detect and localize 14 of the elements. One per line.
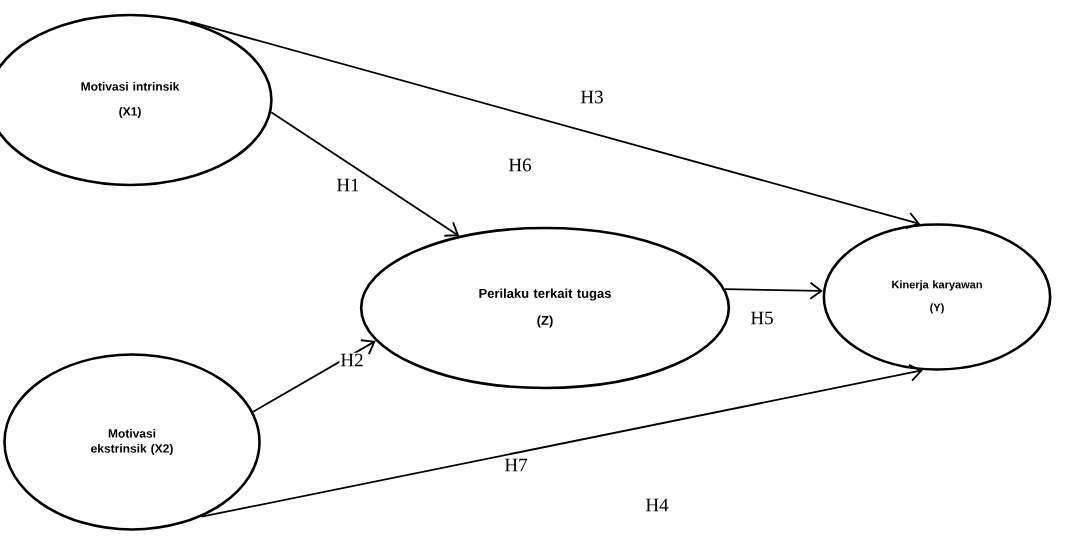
edge-label: H5 <box>749 310 775 326</box>
arrow <box>724 281 823 300</box>
edge-label: H4 <box>644 497 670 513</box>
hypothesis-label: H6 <box>507 157 533 173</box>
ellipse-node: Motivasi ekstrinsik (X2) <box>3 353 261 531</box>
arrow <box>252 339 376 413</box>
arrow <box>270 111 460 237</box>
ellipse-node: Kinerja karyawan (Y) <box>822 223 1052 371</box>
edge-label: H1 <box>335 177 361 193</box>
edge-label: H2 <box>339 352 365 368</box>
arrow <box>200 364 923 518</box>
hypothesis-label: H7 <box>503 457 529 473</box>
arrow <box>190 21 921 230</box>
edge-label: H3 <box>579 89 605 105</box>
